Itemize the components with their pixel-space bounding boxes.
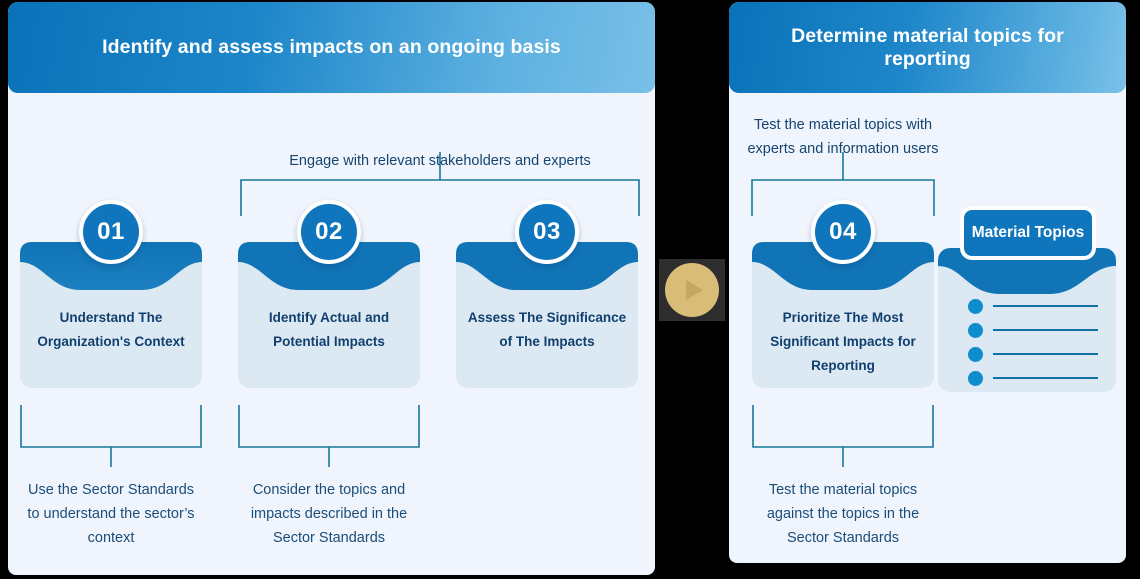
material-topics-body <box>938 248 1116 392</box>
connector-bottom-04 <box>752 405 934 467</box>
step-card-03-badge: 03 <box>515 200 579 264</box>
connector-bottom-01 <box>20 405 202 467</box>
list-item <box>968 366 1098 390</box>
caption-line-3: Sector Standards <box>786 530 900 546</box>
caption-sector-standards-context: Use the Sector Standards to understand t… <box>12 478 210 550</box>
caption-line-3: context <box>87 530 135 546</box>
bullet-icon <box>968 370 983 386</box>
caption-engage-stakeholders: Engage with relevant stakeholders and ex… <box>289 153 591 169</box>
step-card-01-badge: 01 <box>79 200 143 264</box>
step-number-01: 01 <box>97 218 125 245</box>
connector-top-04 <box>751 152 935 216</box>
caption-test-material-topics: Test the material topics with experts an… <box>729 113 957 161</box>
step-card-04-wave <box>752 242 934 290</box>
connector-bottom-02 <box>238 405 420 467</box>
step-title-04: Prioritize The Most Significant Impacts … <box>770 310 916 373</box>
step-card-01-wave <box>20 242 202 290</box>
list-line <box>993 353 1098 355</box>
step-card-02-wave <box>238 242 420 290</box>
bullet-icon <box>968 346 983 362</box>
list-line <box>993 329 1098 331</box>
caption-line-2: impacts described in the <box>250 506 408 522</box>
panel-left-header: Identify and assess impacts on an ongoin… <box>8 2 655 93</box>
caption-test-against-standards: Test the material topics against the top… <box>744 478 942 550</box>
step-number-02: 02 <box>315 218 343 245</box>
step-number-03: 03 <box>533 218 561 245</box>
step-title-03: Assess The Significance of The Impacts <box>467 310 627 349</box>
caption-consider-topics: Consider the topics and impacts describe… <box>230 478 428 550</box>
connector-top-engage <box>240 152 640 216</box>
step-number-04: 04 <box>829 218 857 245</box>
play-button[interactable] <box>665 263 719 317</box>
list-item <box>968 342 1098 366</box>
list-line <box>993 305 1098 307</box>
play-icon <box>686 280 703 300</box>
caption-line-2: against the topics in the <box>766 506 920 522</box>
list-item <box>968 294 1098 318</box>
caption-line-1: Test the material topics <box>768 482 918 498</box>
panel-right-title: Determine material topics for reporting <box>791 24 1064 70</box>
panel-left-title: Identify and assess impacts on an ongoin… <box>102 36 561 58</box>
panel-identify-assess: Identify and assess impacts on an ongoin… <box>8 2 655 575</box>
step-card-03-wave <box>456 242 638 290</box>
panel-right-header: Determine material topics for reporting <box>729 2 1126 93</box>
step-title-01: Understand The Organization's Context <box>37 310 185 349</box>
material-topics-list <box>968 294 1098 390</box>
bullet-icon <box>968 322 983 338</box>
caption-line-2: to understand the sector’s <box>27 506 195 522</box>
caption-line-1: Test the material topics with <box>753 117 933 133</box>
step-title-02: Identify Actual and Potential Impacts <box>268 310 390 349</box>
list-line <box>993 377 1098 379</box>
material-topics-badge: Material Topios <box>960 206 1096 260</box>
caption-line-3: Sector Standards <box>272 530 386 546</box>
list-item <box>968 318 1098 342</box>
step-card-04-badge: 04 <box>811 200 875 264</box>
caption-line-1: Consider the topics and <box>252 482 406 498</box>
bullet-icon <box>968 298 983 314</box>
caption-line-1: Use the Sector Standards <box>27 482 195 498</box>
material-topics-card: Material Topios <box>938 206 1116 392</box>
caption-line-2: experts and information users <box>747 141 939 157</box>
material-topics-badge-label: Material Topios <box>971 224 1085 241</box>
step-card-02-badge: 02 <box>297 200 361 264</box>
